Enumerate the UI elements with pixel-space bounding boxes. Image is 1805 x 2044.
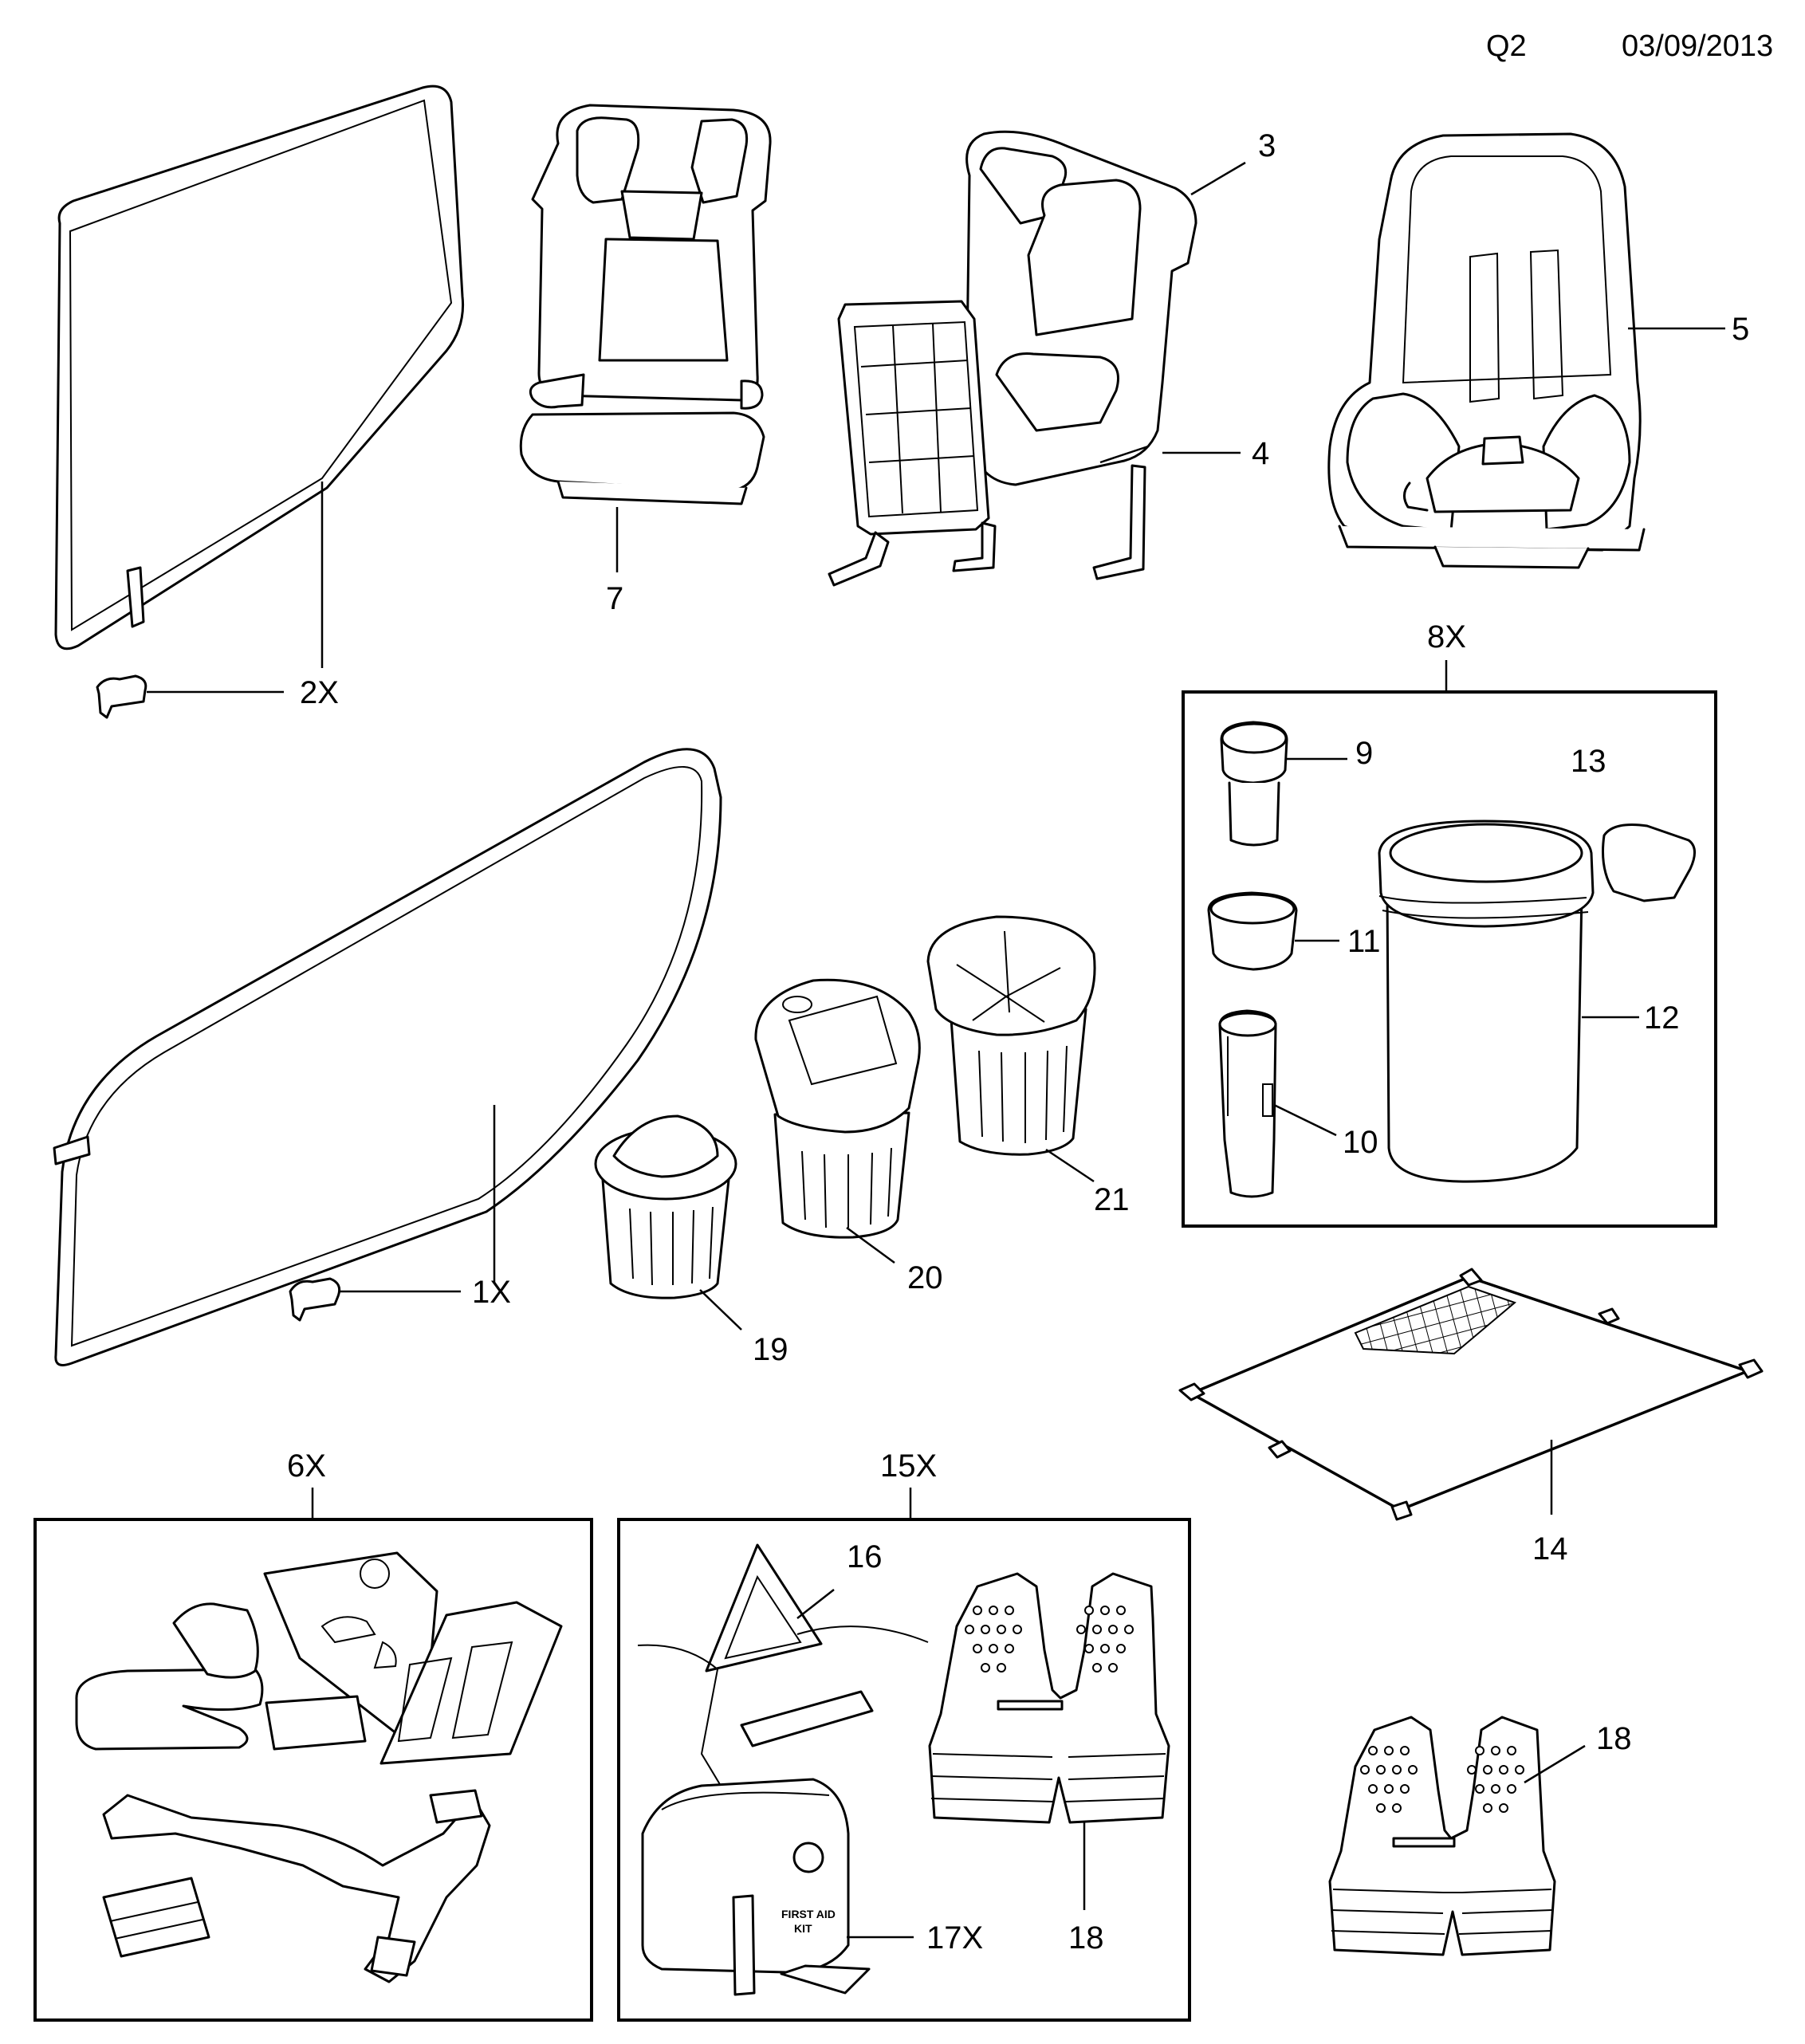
lighter-plug-icon [1220, 721, 1288, 847]
waste-bin-small-icon [594, 1114, 737, 1299]
callout-13: 13 [1571, 744, 1606, 779]
booster-seat-icon [519, 104, 772, 572]
callout-4: 4 [1252, 436, 1269, 471]
header-code: Q2 [1486, 29, 1527, 63]
header-date: 03/09/2013 [1622, 29, 1773, 63]
kit-text: KIT [794, 1922, 812, 1935]
net-partition-upper-icon [54, 85, 465, 651]
squeegee-icon [102, 1877, 210, 1958]
callout-7: 7 [606, 581, 623, 616]
socket-insert-icon [1218, 1009, 1277, 1198]
safety-vest-icon [928, 1572, 1170, 1824]
callout-12: 12 [1644, 1000, 1680, 1036]
callout-16: 16 [847, 1539, 883, 1574]
socket-ring-icon [1207, 891, 1298, 971]
clip-lower-icon [289, 1277, 341, 1322]
callout-21: 21 [1094, 1182, 1130, 1217]
safety-vest-standalone-icon [1328, 1716, 1556, 1956]
callout-8X: 8X [1427, 619, 1466, 654]
kit-8X-frame [1182, 690, 1717, 1228]
callout-3: 3 [1258, 128, 1276, 163]
callout-6X: 6X [287, 1448, 326, 1484]
callout-14: 14 [1532, 1531, 1568, 1566]
callout-15X: 15X [880, 1448, 937, 1484]
first-aid-text: FIRST AID [781, 1908, 836, 1920]
callout-11: 11 [1347, 924, 1381, 959]
infant-carrier-icon [828, 130, 1197, 587]
callout-18: 18 [1596, 1721, 1632, 1756]
callout-10: 10 [1343, 1125, 1378, 1160]
callout-5: 5 [1732, 312, 1749, 347]
callout-20: 20 [907, 1260, 943, 1295]
warning-triangle-icon [637, 1543, 929, 1794]
clip-upper-icon [96, 674, 147, 719]
kit-15X-frame [617, 1518, 1191, 2022]
belt-strap-icon [102, 1789, 491, 1983]
ashtray-lid-icon [1602, 823, 1696, 902]
callout-2X: 2X [300, 675, 339, 710]
waste-bin-medium-icon [754, 978, 921, 1239]
sun-blind-set-icon [75, 1551, 563, 1765]
callout-1X: 1X [472, 1275, 511, 1310]
net-partition-lower-icon [53, 748, 722, 1366]
kit-6X-frame [33, 1518, 593, 2022]
callout-18-kit: 18 [1068, 1920, 1104, 1956]
first-aid-kit-icon: FIRST AID KIT [641, 1778, 871, 1996]
ashtray-cup-icon [1378, 820, 1595, 1183]
child-seat-icon [1327, 132, 1646, 569]
callout-9: 9 [1355, 736, 1373, 771]
callout-19: 19 [753, 1332, 788, 1367]
callout-17X: 17X [926, 1920, 983, 1956]
cargo-floor-net-icon [1178, 1268, 1764, 1521]
waste-bin-large-icon [926, 915, 1096, 1156]
